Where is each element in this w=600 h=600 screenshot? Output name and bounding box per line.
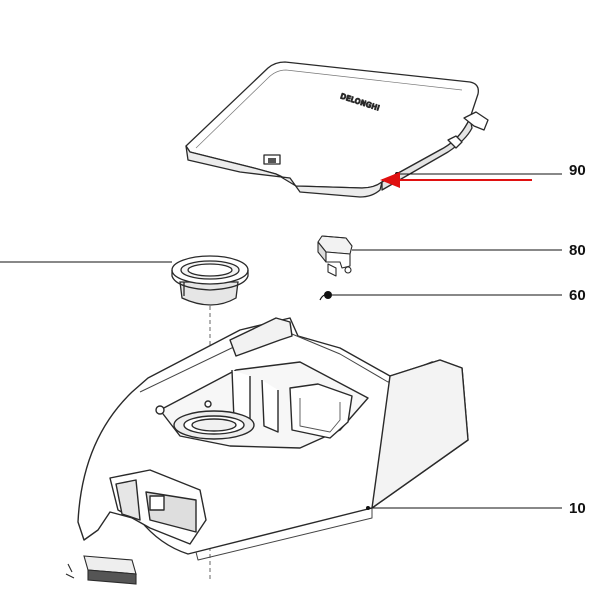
part-filter-grommet bbox=[171, 255, 249, 306]
callout-label-60: 60 bbox=[569, 287, 586, 304]
part-small-tab-bottom bbox=[65, 555, 137, 585]
part-60-spring bbox=[319, 291, 332, 301]
part-90-lid: DELONGHI bbox=[185, 61, 489, 198]
callout-label-90: 90 bbox=[569, 162, 586, 179]
leader-dot-90 bbox=[395, 172, 399, 176]
part-80-latch-clip bbox=[317, 235, 353, 277]
callout-label-10: 10 bbox=[569, 500, 586, 517]
leader-dot-10 bbox=[366, 506, 370, 510]
callout-label-80: 80 bbox=[569, 242, 586, 259]
part-10-base-housing bbox=[77, 317, 469, 561]
